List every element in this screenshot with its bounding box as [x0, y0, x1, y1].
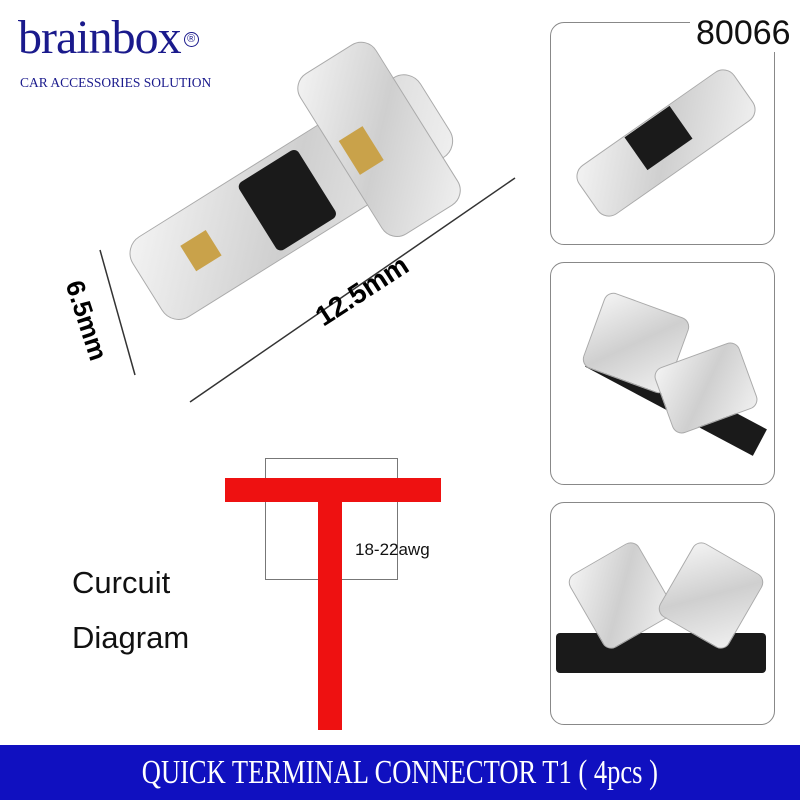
product-code: 80066: [690, 14, 797, 52]
diagram-title-line1: Curcuit: [72, 565, 171, 600]
wire-horizontal: [225, 478, 441, 502]
diagram-title-line2: Diagram: [72, 620, 190, 655]
logo-wordmark: brainbox: [18, 11, 182, 64]
width-dimension-line: [99, 249, 136, 376]
product-photo-top: [550, 22, 775, 245]
wire-vertical: [318, 500, 342, 730]
logo: brainbox ®: [18, 10, 199, 66]
length-dimension-line: [189, 177, 516, 403]
registered-mark: ®: [183, 32, 199, 47]
logo-tagline: CAR ACCESSORIES SOLUTION: [20, 75, 212, 90]
product-title: QUICK TERMINAL CONNECTOR T1 ( 4pcs ): [141, 754, 659, 791]
product-title-banner: QUICK TERMINAL CONNECTOR T1 ( 4pcs ): [0, 745, 800, 800]
connector-base: [556, 633, 766, 673]
product-photo-bottom: [550, 502, 775, 725]
product-photo-middle: [550, 262, 775, 485]
wire-gauge-label: 18-22awg: [355, 540, 430, 559]
